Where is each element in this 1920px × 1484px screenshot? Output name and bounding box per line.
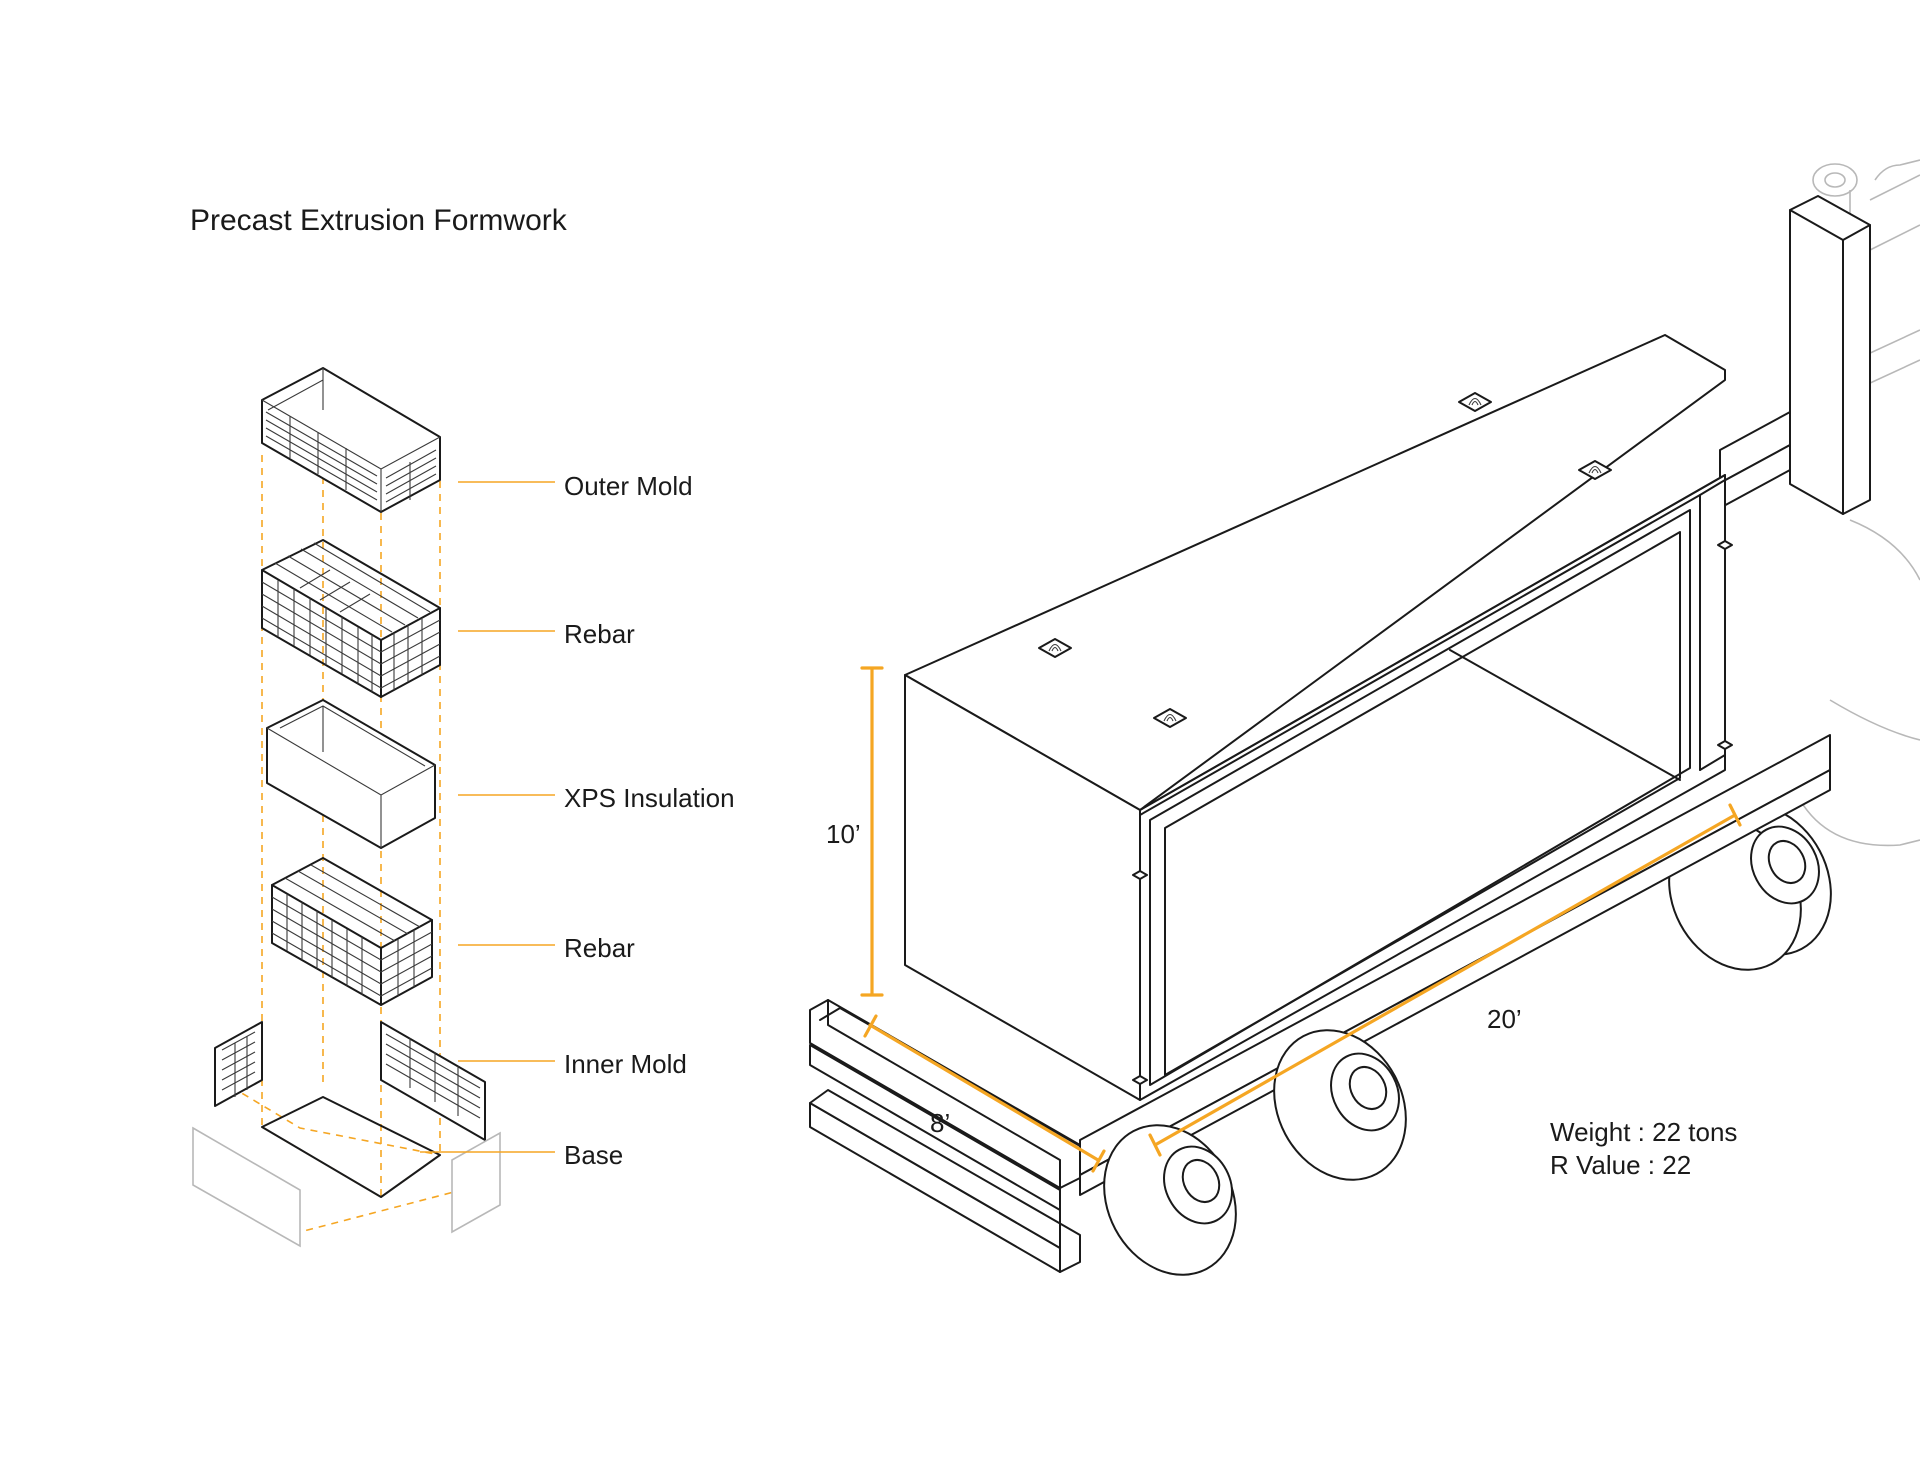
specs-block: Weight : 22 tons R Value : 22 — [1550, 1117, 1737, 1180]
svg-text:Rebar: Rebar — [564, 933, 635, 963]
outer-mold — [261, 367, 441, 513]
svg-text:XPS Insulation: XPS Insulation — [564, 783, 735, 813]
label-base: Base — [420, 1140, 623, 1170]
wheel-front — [1103, 1124, 1237, 1276]
label-inner-mold: Inner Mold — [458, 1049, 687, 1079]
dim-height: 10’ — [826, 666, 884, 997]
rebar-upper — [261, 539, 441, 698]
r-value-spec: R Value : 22 — [1550, 1150, 1691, 1180]
truck — [809, 159, 1920, 1276]
weight-spec: Weight : 22 tons — [1550, 1117, 1737, 1147]
dim-width-label: 8’ — [930, 1108, 950, 1138]
svg-text:Inner Mold: Inner Mold — [564, 1049, 687, 1079]
svg-text:Rebar: Rebar — [564, 619, 635, 649]
dim-length-label: 20’ — [1487, 1004, 1522, 1034]
lifting-anchors — [1038, 392, 1612, 728]
dim-length: 20’ — [1148, 803, 1742, 1157]
svg-text:Base: Base — [564, 1140, 623, 1170]
dimension-lines: 10’ 8’ 20’ — [826, 666, 1742, 1173]
trailer-end — [809, 999, 1081, 1273]
label-rebar-lower: Rebar — [458, 933, 635, 963]
dim-width: 8’ — [863, 1014, 1106, 1173]
base — [192, 1096, 501, 1248]
xps-insulation — [266, 699, 436, 849]
dim-height-label: 10’ — [826, 819, 861, 849]
label-xps-insulation: XPS Insulation — [458, 783, 735, 813]
label-rebar-upper: Rebar — [458, 619, 635, 649]
exploded-formwork — [192, 367, 501, 1248]
wheel-middle — [1273, 1029, 1407, 1181]
headboard — [1789, 195, 1871, 515]
diagram-title: Precast Extrusion Formwork — [190, 204, 568, 237]
svg-text:Outer Mold: Outer Mold — [564, 471, 693, 501]
rebar-lower — [271, 857, 433, 1006]
precast-unit — [904, 334, 1733, 1101]
trailer-bed — [1079, 411, 1831, 1196]
inner-mold — [214, 1021, 486, 1141]
layer-labels: Outer Mold Rebar XPS Insulation Rebar In… — [420, 471, 735, 1170]
label-outer-mold: Outer Mold — [458, 471, 693, 501]
